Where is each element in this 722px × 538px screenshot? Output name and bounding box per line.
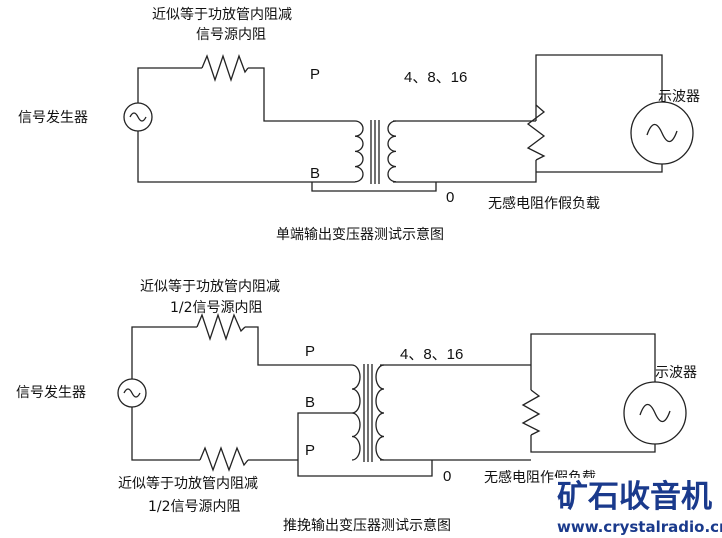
transformer-core bbox=[363, 364, 373, 462]
terminal-0: 0 bbox=[446, 189, 454, 206]
generator-label: 信号发生器 bbox=[18, 110, 88, 126]
secondary-coil bbox=[375, 364, 385, 461]
watermark: 矿石收音机 www.crystalradio.cn bbox=[556, 478, 722, 536]
top-source-resistor bbox=[196, 312, 246, 342]
primary-coil bbox=[351, 364, 361, 461]
transformer-core bbox=[370, 120, 380, 184]
oscilloscope-icon bbox=[630, 101, 694, 165]
terminal-p: P bbox=[310, 66, 320, 83]
load-resistor bbox=[526, 104, 546, 161]
resistor-label-2: 信号源内阻 bbox=[196, 27, 266, 43]
watermark-name: 矿石收音机 bbox=[557, 479, 712, 515]
oscilloscope-wave-icon bbox=[639, 403, 671, 423]
secondary-taps: 4、8、16 bbox=[400, 346, 463, 363]
sine-wave-icon bbox=[123, 388, 141, 398]
primary-coil bbox=[354, 120, 364, 183]
wiring bbox=[137, 54, 663, 192]
wiring bbox=[131, 326, 656, 477]
sine-wave-icon bbox=[129, 112, 147, 122]
oscilloscope-label: 示波器 bbox=[658, 89, 700, 105]
bottom-resistor-label-2: 1/2信号源内阻 bbox=[148, 499, 241, 515]
load-resistor bbox=[521, 389, 541, 436]
signal-generator-icon bbox=[123, 102, 153, 132]
terminal-b: B bbox=[305, 394, 315, 411]
terminal-0: 0 bbox=[443, 468, 451, 485]
top-resistor-label-2: 1/2信号源内阻 bbox=[170, 300, 263, 316]
oscilloscope-label: 示波器 bbox=[655, 365, 697, 381]
signal-generator-icon bbox=[117, 378, 147, 408]
secondary-coil bbox=[387, 120, 397, 183]
resistor-label-1: 近似等于功放管内阻减 bbox=[152, 6, 292, 23]
top-resistor-label-1: 近似等于功放管内阻减 bbox=[140, 278, 280, 295]
oscilloscope-icon bbox=[623, 381, 687, 445]
single-ended-diagram: 近似等于功放管内阻减 信号源内阻 信号发生器 P B 4、8、16 0 示波器 … bbox=[18, 6, 700, 243]
source-resistor bbox=[201, 53, 249, 83]
diagram-title: 单端输出变压器测试示意图 bbox=[276, 226, 444, 243]
oscilloscope-wave-icon bbox=[646, 123, 678, 143]
watermark-url: www.crystalradio.cn bbox=[557, 518, 722, 536]
secondary-taps: 4、8、16 bbox=[404, 69, 467, 86]
diagram-title: 推挽输出变压器测试示意图 bbox=[283, 517, 451, 534]
terminal-p-top: P bbox=[305, 343, 315, 360]
terminal-b: B bbox=[310, 165, 320, 182]
load-label: 无感电阻作假负载 bbox=[488, 195, 600, 212]
bottom-source-resistor bbox=[199, 446, 249, 472]
terminal-p-bottom: P bbox=[305, 442, 315, 459]
generator-label: 信号发生器 bbox=[16, 385, 86, 401]
bottom-resistor-label-1: 近似等于功放管内阻减 bbox=[118, 475, 258, 492]
